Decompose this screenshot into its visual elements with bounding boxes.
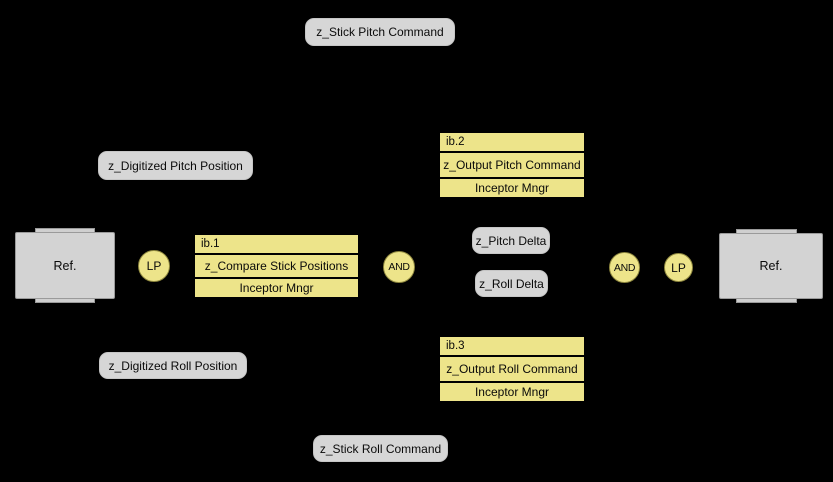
operator-lp-right[interactable]: LP	[664, 253, 693, 282]
block-function-name: z_Output Pitch Command	[443, 158, 581, 172]
ref-label: Ref.	[15, 232, 115, 299]
function-block-ib2[interactable]: ib.2 z_Output Pitch Command Inceptor Mng…	[438, 131, 586, 199]
block-component-name: Inceptor Mngr	[440, 177, 584, 197]
block-function-name: z_Compare Stick Positions	[204, 259, 349, 273]
operator-and-right[interactable]: AND	[609, 252, 640, 283]
signal-label-digitized-roll-position[interactable]: z_Digitized Roll Position	[99, 352, 247, 379]
block-id: ib.1	[195, 235, 358, 255]
operator-lp-left[interactable]: LP	[138, 250, 170, 282]
signal-label-digitized-pitch-position[interactable]: z_Digitized Pitch Position	[98, 151, 253, 180]
signal-label-roll-delta[interactable]: z_Roll Delta	[475, 270, 548, 297]
block-component-name: Inceptor Mngr	[195, 277, 358, 297]
signal-label-stick-pitch-command[interactable]: z_Stick Pitch Command	[305, 18, 455, 46]
block-id: ib.2	[440, 133, 584, 153]
block-id: ib.3	[440, 337, 584, 357]
function-block-ib3[interactable]: ib.3 z_Output Roll Command Inceptor Mngr	[438, 335, 586, 403]
ref-label: Ref.	[719, 233, 823, 299]
block-function-name: z_Output Roll Command	[446, 362, 578, 376]
signal-label-pitch-delta[interactable]: z_Pitch Delta	[472, 227, 550, 254]
block-component-name: Inceptor Mngr	[440, 381, 584, 401]
function-block-ib1[interactable]: ib.1 z_Compare Stick Positions Inceptor …	[193, 233, 360, 299]
signal-label-stick-roll-command[interactable]: z_Stick Roll Command	[313, 435, 448, 462]
operator-and-left[interactable]: AND	[383, 251, 415, 283]
